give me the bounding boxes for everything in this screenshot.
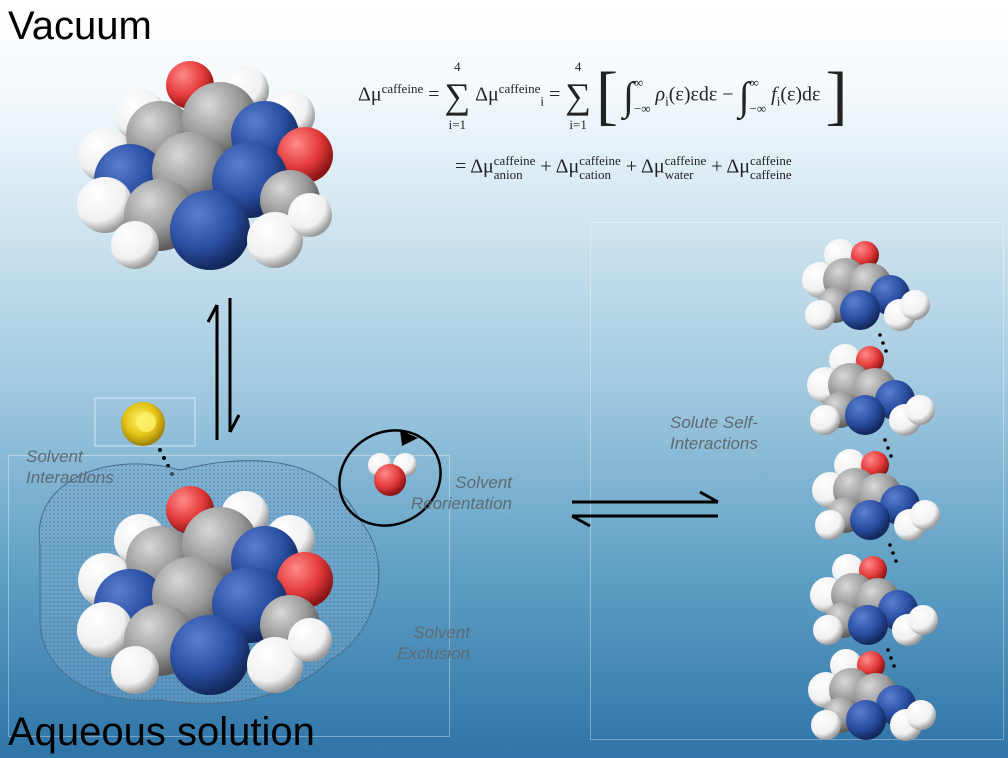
eq1-rho-sub: i bbox=[665, 93, 669, 109]
sigma-icon-2: ∑ bbox=[565, 76, 591, 116]
horizontal-equilibrium-arrows bbox=[571, 490, 719, 528]
sigma-icon: ∑ bbox=[444, 76, 471, 116]
eq1-sum-top: 4 bbox=[454, 59, 461, 74]
caffeine-vacuum bbox=[77, 61, 333, 270]
panel-aqueous-box bbox=[8, 455, 450, 737]
eq1-sum2-bot: i=1 bbox=[569, 117, 587, 132]
ion bbox=[121, 402, 165, 446]
caffeine-solvated bbox=[38, 460, 380, 705]
integral-icon: ∫ bbox=[622, 73, 634, 119]
caffeine-stack bbox=[802, 239, 940, 741]
eq1-f-sub: i bbox=[776, 93, 781, 109]
eq2-b: Δμ bbox=[555, 155, 580, 178]
int1-top: ∞ bbox=[633, 75, 644, 90]
eq2-d-sup: caffeine bbox=[750, 153, 792, 168]
eq2-c: Δμ bbox=[641, 155, 665, 178]
eq1-f-rest: (ε)dε bbox=[780, 83, 821, 106]
eq2-c-sup: caffeine bbox=[664, 153, 707, 168]
eq2-b-sub: cation bbox=[579, 167, 611, 182]
integral-icon-2: ∫ bbox=[738, 73, 750, 119]
eq1-lhs: Δμ bbox=[358, 83, 382, 106]
title-vacuum: Vacuum bbox=[8, 4, 152, 48]
eq1-sum2-top: 4 bbox=[574, 59, 582, 74]
water-molecule bbox=[368, 453, 417, 496]
eq1-equals-2: = bbox=[549, 83, 561, 106]
label-solvent-exclusion: Solvent Exclusion bbox=[397, 623, 470, 663]
eq1-term-sup: caffeine bbox=[498, 80, 541, 96]
eq2-d: Δμ bbox=[726, 155, 750, 178]
vertical-equilibrium-arrows bbox=[206, 298, 241, 440]
eq1-equals: = bbox=[428, 83, 440, 106]
int2-bot: −∞ bbox=[749, 101, 767, 116]
eq2-plus-1: + bbox=[540, 155, 552, 178]
eq2-a: Δμ bbox=[470, 155, 494, 178]
eq1-rho: ρ bbox=[655, 83, 666, 106]
eq1-term: Δμ bbox=[475, 83, 499, 106]
eq1-f: f bbox=[771, 83, 777, 106]
eq2-plus-2: + bbox=[625, 155, 638, 178]
title-aqueous: Aqueous solution bbox=[8, 710, 315, 754]
eq2-b-sup: caffeine bbox=[579, 153, 621, 168]
eq2-equals: = bbox=[455, 155, 467, 178]
eq1-term-sub: i bbox=[540, 93, 545, 109]
label-solvent-interactions: Solvent Interactions bbox=[26, 447, 114, 487]
panel-aggregate-box bbox=[590, 222, 1004, 740]
eq2-plus-3: + bbox=[711, 155, 723, 178]
int1-bot: −∞ bbox=[633, 101, 651, 116]
equation-line-1: Δμcaffeine = 4 ∑ i=1 Δμcaffeinei = 4 ∑ i… bbox=[358, 58, 847, 134]
eq2-a-sup: caffeine bbox=[493, 153, 536, 168]
eq2-d-sub: caffeine bbox=[750, 167, 792, 182]
int2-top: ∞ bbox=[749, 75, 759, 90]
eq1-lhs-sup: caffeine bbox=[381, 80, 424, 96]
eq1-sum-bot: i=1 bbox=[448, 117, 467, 132]
label-solvent-reorientation: Solvent Reorientation bbox=[410, 473, 512, 513]
eq2-c-sub: water bbox=[664, 167, 694, 182]
right-bracket-icon: ] bbox=[825, 59, 848, 132]
stack-interaction-dots bbox=[878, 333, 898, 668]
label-solute-self-interactions: Solute Self-Interactions bbox=[670, 413, 758, 453]
eq1-rho-rest: (ε)εdε − bbox=[668, 83, 734, 106]
rotation-arrow-icon bbox=[338, 429, 442, 527]
ion-box bbox=[94, 397, 196, 447]
eq2-a-sub: anion bbox=[493, 167, 523, 182]
left-bracket-icon: [ bbox=[595, 59, 618, 132]
